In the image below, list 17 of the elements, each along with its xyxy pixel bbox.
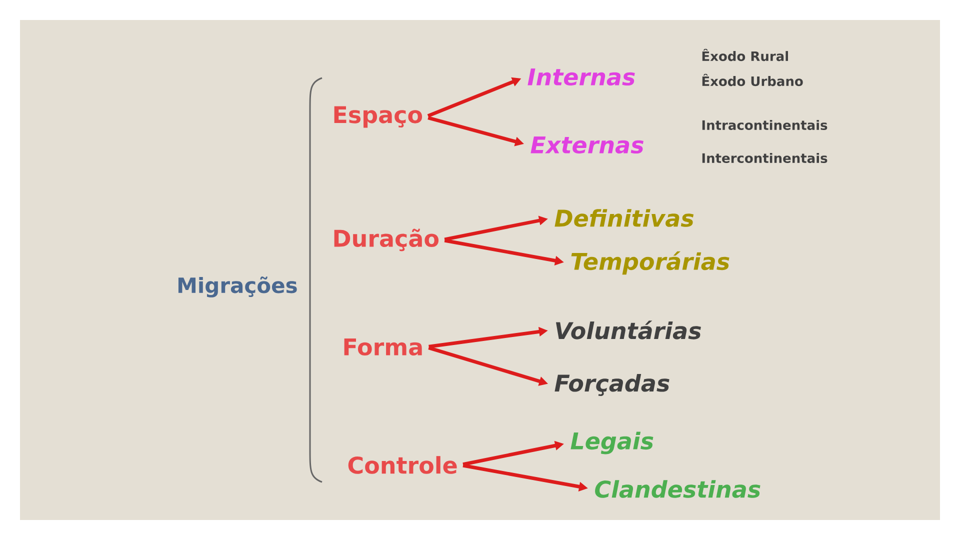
category-text: Voluntárias: [556, 320, 701, 340]
subtype-text: Intercontinentais: [702, 152, 828, 164]
category-text: Internas: [528, 68, 635, 86]
category-text: Externas: [530, 136, 644, 154]
category-text: Duração: [334, 228, 439, 252]
category-text: Forçadas: [554, 374, 670, 396]
category-text: Clandestinas: [595, 480, 760, 498]
category-text: Espaço: [334, 106, 422, 128]
subtype-text: Êxodo Urbano: [702, 74, 803, 86]
subtype-text: Intracontinentais: [702, 120, 828, 130]
category-text: Definitivas: [554, 209, 694, 227]
category-text: Forma: [344, 338, 422, 356]
subtype-text: Êxodo Rural: [702, 48, 788, 62]
category-text: Controle: [348, 456, 457, 474]
category-text: Legais: [570, 432, 654, 454]
category-text: Migrações: [178, 276, 297, 298]
category-text: Temporárias: [571, 251, 730, 275]
